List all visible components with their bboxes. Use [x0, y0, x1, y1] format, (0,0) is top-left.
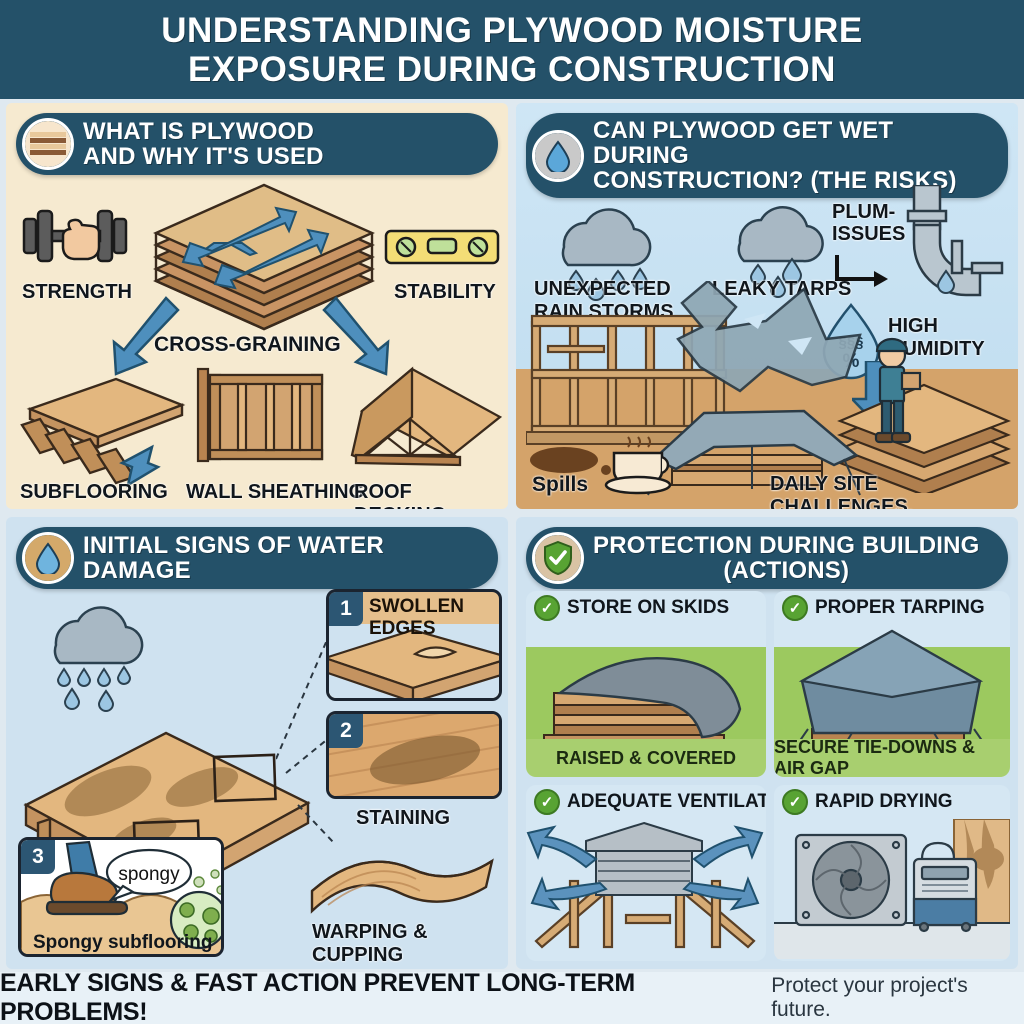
callout-number-badge: 2: [329, 714, 363, 748]
rain-cloud-icon: [561, 208, 652, 301]
action-card-footer: RAISED & COVERED: [526, 739, 766, 777]
plywood-stack-diagram: [153, 183, 375, 331]
spirit-level-stability-icon: [384, 229, 500, 265]
cross-grain-arrows: [112, 296, 390, 376]
poster-footer: EARLY SIGNS & FAST ACTION PREVENT LONG-T…: [0, 969, 1024, 1024]
water-drop-icon: [22, 532, 74, 584]
label-plumbing-issues: PLUM- ISSUES: [832, 201, 906, 245]
label-staining: STAINING: [356, 807, 451, 829]
label-high-humidity: HIGH HUMIDITY: [888, 315, 985, 360]
action-card-footer: SECURE TIE-DOWNS & AIR GAP: [774, 737, 1010, 777]
speech-bubble-text: spongy: [118, 864, 180, 885]
section-header-risks: CAN PLYWOOD GET WET DURING CONSTRUCTION?…: [526, 113, 1008, 198]
callout-title: SWOLLEN EDGES: [369, 596, 464, 639]
leaky-tarp-cloud-icon: [737, 206, 824, 298]
section-what-is-plywood: WHAT IS PLYWOOD AND WHY IT'S USED STRENG…: [6, 103, 508, 509]
label-cross-graining: CROSS-GRAINING: [154, 333, 341, 356]
section-heading-line-1: CAN PLYWOOD GET WET DURING: [593, 117, 894, 169]
action-card-title: PROPER TARPING: [815, 597, 985, 618]
footer-subtext: Protect your project's future.: [771, 974, 968, 1021]
section-heading-line-2: AND WHY IT'S USED: [83, 143, 324, 170]
callout-spongy-subflooring: 3 spongy: [18, 837, 224, 957]
footer-headline: EARLY SIGNS & FAST ACTION PREVENT LONG-T…: [0, 969, 635, 1024]
check-circle-icon: ✓: [782, 789, 808, 815]
action-card-proper-tarping: ✓ PROPER TARPING: [774, 591, 1010, 777]
callout-staining: 2: [326, 711, 502, 799]
section-heading-line-1: PROTECTION DURING BUILDING: [593, 532, 980, 559]
covered-lumber-pile: [647, 409, 861, 496]
leaking-pipe-icon: [906, 185, 1004, 297]
section-header-initial-signs: INITIAL SIGNS OF WATER DAMAGE: [16, 527, 498, 589]
check-circle-icon: ✓: [534, 595, 560, 621]
label-leaky-tarps: LEAKY TARPS: [712, 278, 852, 300]
shield-check-icon: [532, 532, 584, 584]
label-wall-sheathing: WALL SHEATHING: [186, 481, 365, 503]
action-card-title: RAPID DRYING: [815, 791, 953, 812]
action-card-store-on-skids: ✓ STORE ON SKIDS RAISED & COVERED: [526, 591, 766, 777]
action-card-title: ADEQUATE VENTILATION: [567, 791, 766, 812]
poster-title-line-2: EXPOSURE DURING CONSTRUCTION: [188, 49, 836, 89]
wall-sheathing-illustration: [196, 367, 324, 463]
action-card-header: ✓ ADEQUATE VENTILATION: [534, 789, 766, 815]
label-spills: Spills: [532, 473, 589, 496]
action-card-header: ✓ RAPID DRYING: [782, 789, 953, 815]
action-card-header: ✓ PROPER TARPING: [782, 595, 985, 621]
poster-title-line-1: UNDERSTANDING PLYWOOD MOISTURE: [161, 10, 863, 50]
section-risks: CAN PLYWOOD GET WET DURING CONSTRUCTION?…: [516, 103, 1018, 509]
section-header-what-is-plywood: WHAT IS PLYWOOD AND WHY IT'S USED: [16, 113, 498, 175]
label-stability: STABILITY: [394, 281, 496, 303]
label-warping-cupping: WARPING & CUPPING: [312, 921, 428, 966]
torn-tarp-illustration: [676, 281, 862, 393]
label-daily-site-challenges: DAILY SITE CHALLENGES.: [770, 473, 914, 509]
callout-swollen-edges: 1 SWOLLEN EDGES: [326, 589, 502, 701]
coffee-cup-icon: [604, 436, 672, 495]
check-circle-icon: ✓: [782, 595, 808, 621]
section-heading-line-2: CONSTRUCTION? (THE RISKS): [593, 167, 957, 194]
callout-number-badge: 1: [329, 592, 363, 626]
section-protection: PROTECTION DURING BUILDING (ACTIONS) ✓ S…: [516, 517, 1018, 969]
poster-title-bar: UNDERSTANDING PLYWOOD MOISTURE EXPOSURE …: [0, 0, 1024, 99]
label-roof-decking: ROOF DECKING: [354, 481, 446, 509]
plumbing-arrow-icon: [835, 255, 888, 287]
section-heading: INITIAL SIGNS OF WATER DAMAGE: [83, 532, 384, 584]
section-initial-signs: INITIAL SIGNS OF WATER DAMAGE: [6, 517, 508, 969]
construction-worker-icon: [874, 337, 922, 444]
action-card-adequate-ventilation: ✓ ADEQUATE VENTILATION: [526, 785, 766, 961]
section-heading-line-1: WHAT IS PLYWOOD: [83, 118, 314, 145]
section-heading-line-2: (ACTIONS): [723, 557, 850, 584]
section-header-protection: PROTECTION DURING BUILDING (ACTIONS): [526, 527, 1008, 589]
rain-cloud-icon: [53, 606, 144, 712]
label-strength: STRENGTH: [22, 281, 132, 303]
action-card-title: STORE ON SKIDS: [567, 597, 730, 618]
callout-number-badge: 3: [21, 840, 55, 874]
action-card-rapid-drying: ✓ RAPID DRYING: [774, 785, 1010, 961]
check-circle-icon: ✓: [534, 789, 560, 815]
plywood-stack-icon: [22, 118, 74, 170]
water-drop-icon: [532, 129, 584, 182]
dumbbell-strength-icon: [22, 209, 128, 263]
subflooring-illustration: [20, 377, 186, 488]
label-spongy-subflooring: Spongy subflooring: [33, 932, 213, 953]
action-card-header: ✓ STORE ON SKIDS: [534, 595, 729, 621]
label-subflooring: SUBFLOORING: [20, 481, 168, 503]
warped-plywood-illustration: [310, 858, 494, 914]
roof-decking-illustration: [350, 366, 503, 467]
